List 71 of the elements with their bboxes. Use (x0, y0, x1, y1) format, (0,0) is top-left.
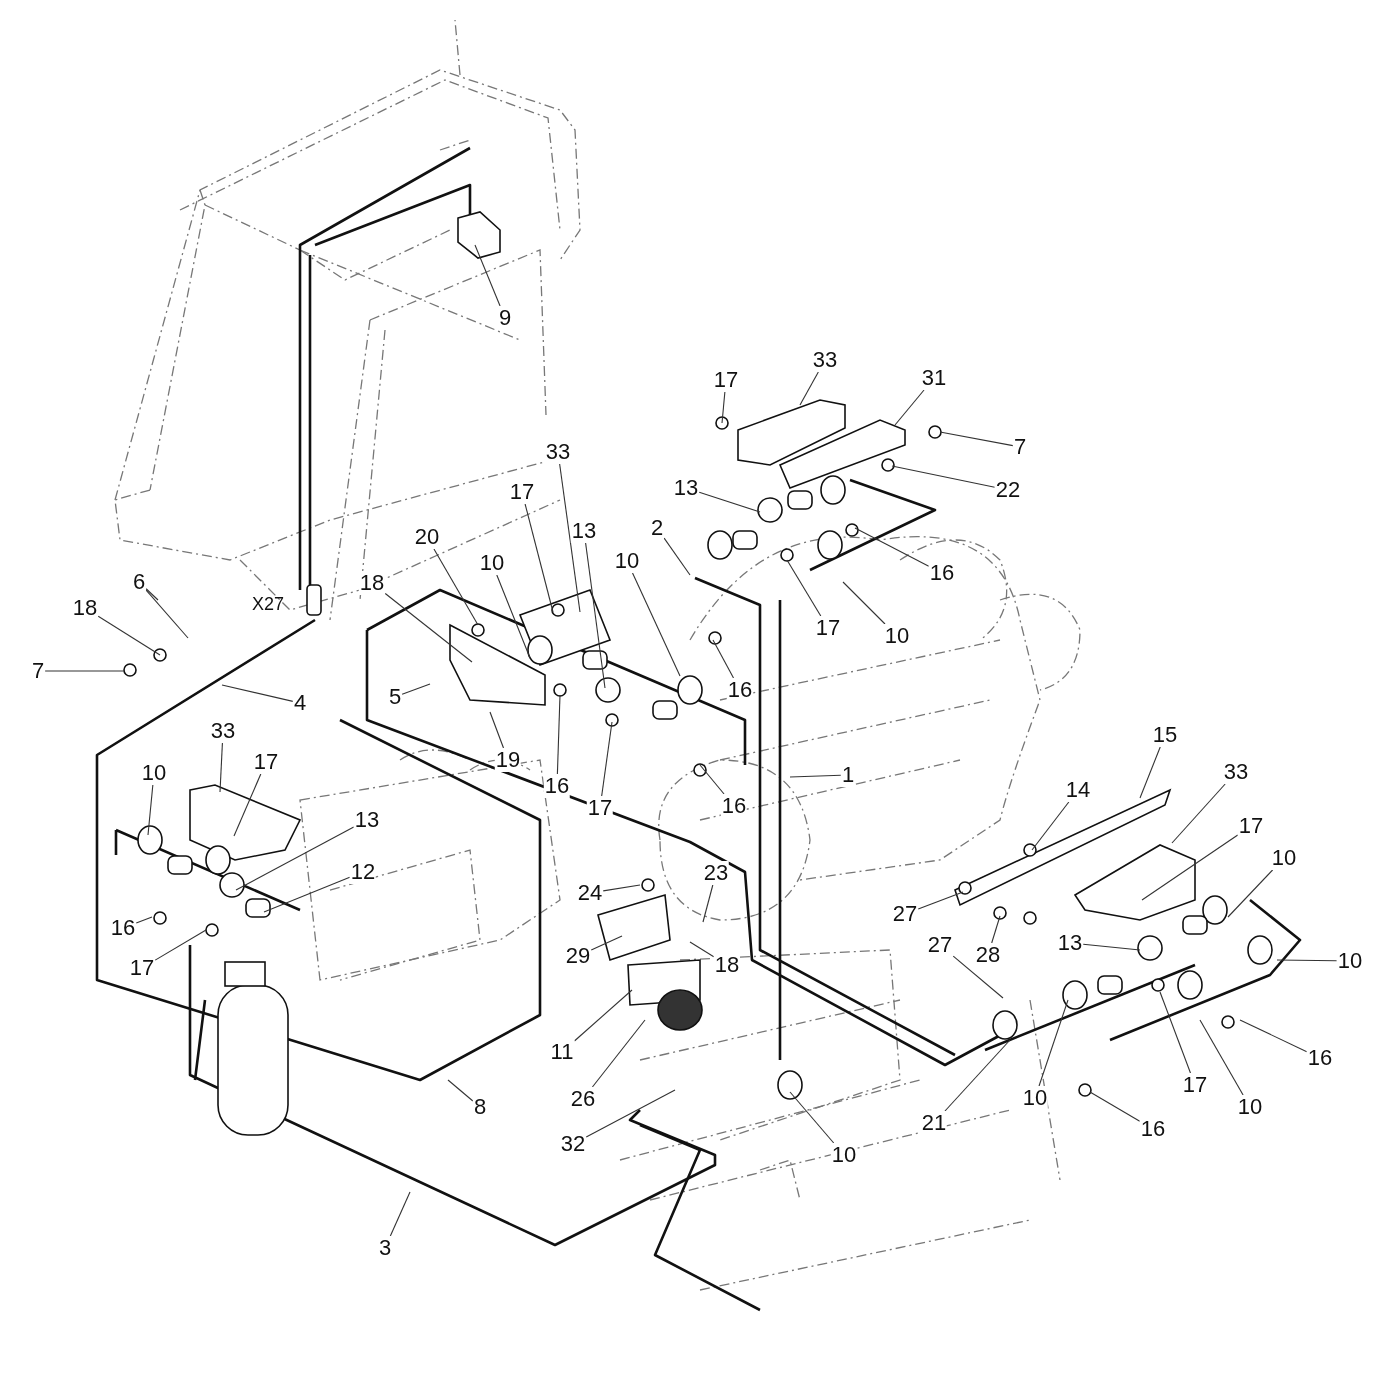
leader-line (1089, 1091, 1141, 1122)
leader-line (585, 542, 606, 689)
connector-label: X27 (252, 595, 284, 613)
leader-line (474, 244, 501, 307)
leader-line (1171, 783, 1226, 844)
leader-line (401, 683, 431, 695)
leader-line (433, 548, 479, 626)
leader-line (689, 941, 715, 958)
leader-line (1199, 1019, 1244, 1096)
callout-number: 21 (920, 1111, 948, 1135)
leader-line (891, 465, 996, 488)
leader-line (894, 389, 925, 426)
leader-line (699, 764, 725, 795)
leader-line (1082, 943, 1141, 951)
callout-number: 10 (1021, 1086, 1049, 1110)
leader-line (44, 670, 125, 672)
leader-line (952, 955, 1004, 999)
leader-line (496, 574, 531, 659)
leader-line (524, 503, 554, 613)
leader-line (799, 371, 819, 406)
leader-line (721, 391, 726, 424)
leader-line (939, 431, 1014, 447)
leader-line (991, 915, 1001, 944)
leader-line (573, 989, 633, 1042)
leader-line (389, 1191, 411, 1237)
leader-line (842, 581, 886, 625)
callout-number: 19 (494, 748, 522, 772)
leader-line (135, 916, 153, 924)
leader-line (145, 588, 159, 601)
leader-line (97, 615, 161, 656)
leader-line (154, 929, 207, 961)
leader-line (1141, 834, 1239, 901)
leader-line (698, 491, 761, 513)
leader-line (489, 711, 505, 749)
callout-number: 16 (720, 794, 748, 818)
leader-line (590, 935, 623, 951)
leader-line (944, 1039, 1011, 1112)
callout-number: 23 (702, 861, 730, 885)
leader-line (263, 876, 351, 913)
leader-line (221, 684, 294, 702)
leader-line (233, 773, 262, 837)
leader-line (585, 1089, 676, 1138)
leader-line (602, 884, 641, 892)
leader-line (1227, 869, 1274, 918)
leader-line (712, 639, 735, 679)
leader-line (854, 527, 930, 567)
callout-number: 18 (358, 571, 386, 595)
leader-line (789, 1091, 835, 1144)
leader-line (219, 742, 223, 793)
leader-line (384, 592, 473, 663)
leader-line (1239, 1019, 1308, 1053)
leader-line (1038, 999, 1069, 1087)
leader-line (786, 559, 822, 617)
leader-line (556, 694, 561, 775)
leader-line (1276, 959, 1338, 962)
leader-line (1139, 746, 1161, 799)
leader-line (145, 589, 189, 639)
leader-line (917, 891, 964, 910)
leader-line (789, 774, 842, 778)
leader-line (632, 572, 681, 677)
leader-line (147, 784, 154, 836)
leader-line (1031, 801, 1070, 851)
leader-line (1159, 991, 1192, 1074)
leader-line (559, 463, 581, 613)
leader-line (447, 1079, 474, 1102)
leader-line (702, 884, 714, 923)
leader-line (601, 721, 613, 797)
leader-line (591, 1019, 646, 1088)
leader-line (663, 537, 691, 576)
leader-line (235, 826, 355, 891)
callout-number: 16 (726, 678, 754, 702)
